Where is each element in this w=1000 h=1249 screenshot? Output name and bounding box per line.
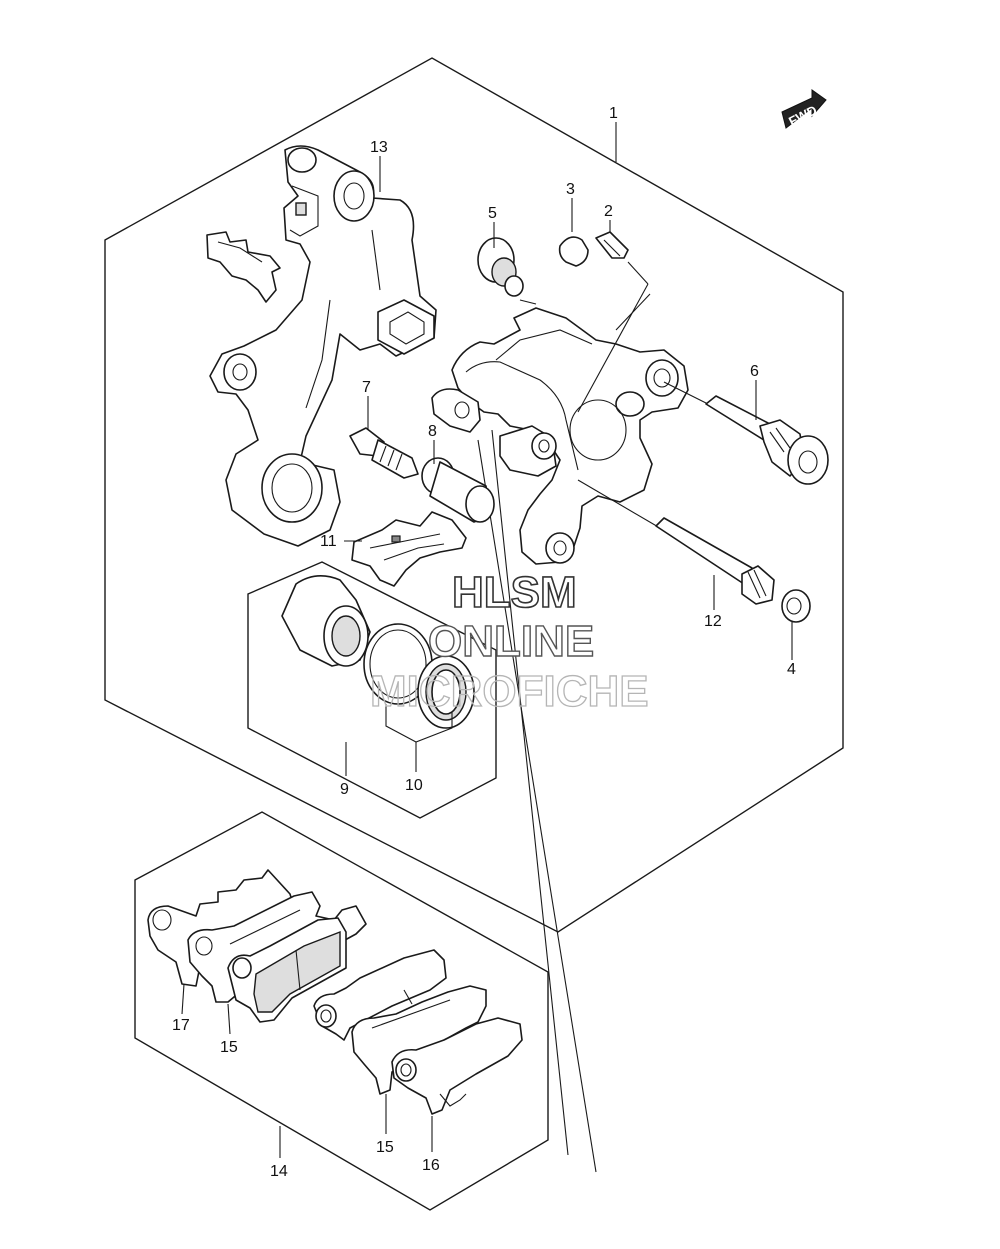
fwd-label: FWD: [786, 102, 819, 129]
pad-leader-line-b: [491, 429, 569, 1156]
callout-10: 10: [405, 777, 423, 794]
callout-16: 16: [422, 1157, 440, 1174]
pad-shim-15-lower: [351, 985, 487, 1095]
sleeve-8: [421, 457, 495, 523]
slide-pin-6: [663, 381, 829, 485]
callout-13: 13: [370, 139, 388, 156]
bleeder-cap-3: [558, 236, 589, 267]
watermark-line-1: HLSM: [452, 568, 577, 617]
pad-set-outline: [134, 811, 549, 1211]
plug-4: [781, 589, 811, 623]
callout-leaders: [181, 122, 793, 1158]
slide-pin-12: [577, 479, 775, 605]
pad-leader-line-a: [477, 439, 597, 1173]
anti-rattle-clip: [206, 231, 281, 303]
caliper-body-1: [431, 283, 689, 565]
watermark: HLSM ONLINE MICROFICHE: [369, 567, 649, 716]
callout-4: 4: [787, 661, 796, 678]
brake-pad-lower: [313, 949, 447, 1041]
piston-kit-outline: [247, 561, 497, 819]
callout-7: 7: [362, 379, 371, 396]
callout-6: 6: [750, 363, 759, 380]
callout-3: 3: [566, 181, 575, 198]
callout-8: 8: [428, 423, 437, 440]
callout-9: 9: [340, 781, 349, 798]
callout-12: 12: [704, 613, 722, 630]
pad-spring-11: [351, 511, 467, 587]
callout-1: 1: [609, 105, 618, 122]
bleeder-valve-2: [595, 231, 649, 285]
callout-15-lower: 15: [376, 1139, 394, 1156]
callout-5: 5: [488, 205, 497, 222]
watermark-line-3: MICROFICHE: [370, 667, 649, 716]
pad-shim-16: [391, 1017, 523, 1115]
callout-14: 14: [270, 1163, 288, 1180]
brake-pad-upper: [227, 917, 347, 1023]
callout-11: 11: [320, 533, 337, 550]
callout-labels: 1 2 3 4 5 6 7 8 9 10 11 12 13 14 15 15 1…: [172, 105, 796, 1180]
caliper-assembly-outline: [104, 57, 844, 933]
caliper-bracket-13: [209, 145, 437, 547]
pin-bolt-7: [349, 427, 419, 479]
piston-kit-9: [281, 575, 475, 743]
watermark-line-2: ONLINE: [428, 617, 594, 666]
callout-2: 2: [604, 203, 613, 220]
fwd-arrow-icon: FWD: [781, 89, 827, 129]
callout-17: 17: [172, 1017, 190, 1034]
callout-15-upper: 15: [220, 1039, 238, 1056]
dust-boot-5: [477, 237, 524, 297]
